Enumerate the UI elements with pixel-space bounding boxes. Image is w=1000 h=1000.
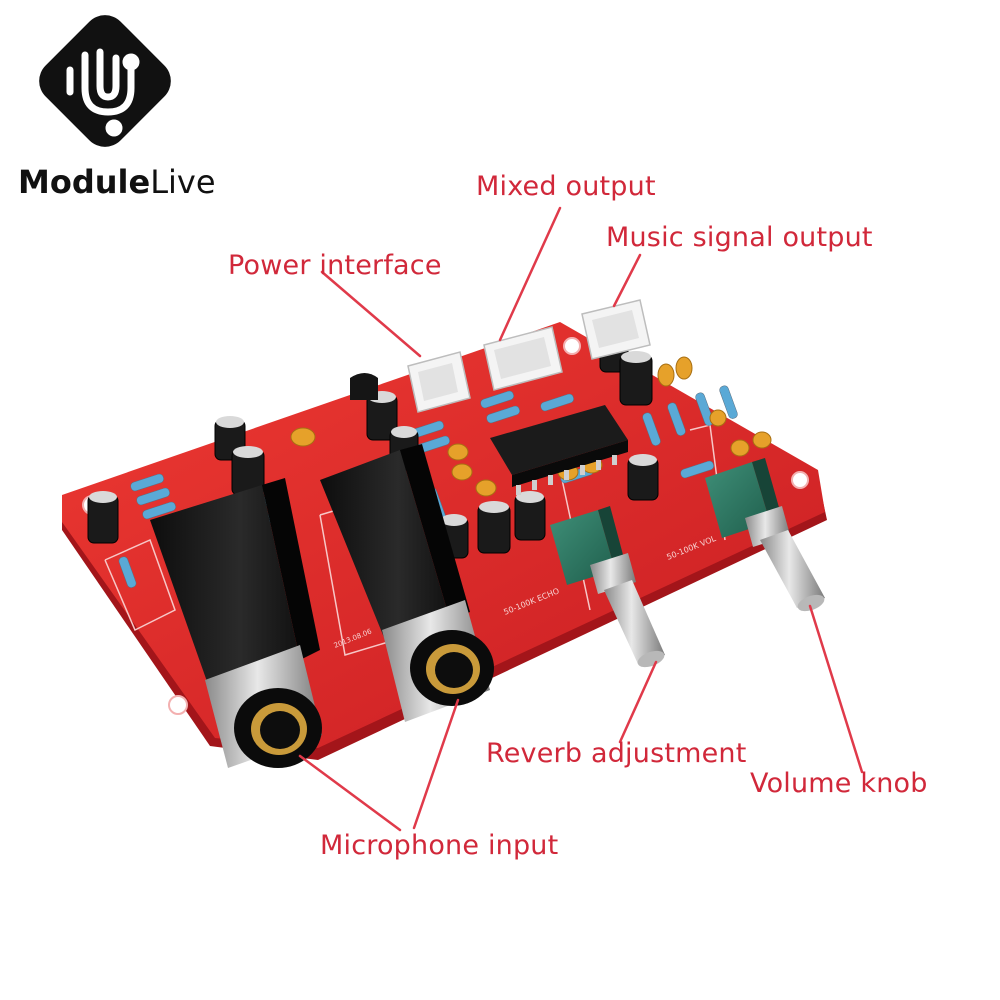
logo-diamond-shape	[39, 15, 171, 147]
brand-name-light: Live	[150, 163, 216, 201]
mixed-output-connector	[483, 326, 563, 391]
brand-logo	[39, 15, 171, 147]
label-mixed-output: Mixed output	[476, 171, 656, 202]
leader-lines	[298, 206, 864, 832]
label-reverb-adjustment: Reverb adjustment	[486, 738, 747, 769]
logo-u-icon	[66, 48, 140, 137]
microphone-jack-right	[320, 444, 494, 722]
reverb-potentiometer	[550, 506, 665, 668]
leader-line-mixed	[498, 206, 562, 342]
power-connector	[407, 351, 471, 413]
microphone-jack-left	[150, 478, 322, 768]
ceramic-capacitors	[290, 356, 772, 497]
leader-line-power	[320, 270, 422, 358]
label-music-signal-output: Music signal output	[606, 222, 873, 253]
volume-potentiometer	[705, 458, 825, 612]
label-volume-knob: Volume knob	[750, 768, 928, 799]
leader-line-mic-right	[412, 698, 460, 830]
leader-line-mic-left	[298, 754, 402, 832]
leader-line-music	[612, 253, 642, 308]
label-power-interface: Power interface	[228, 250, 442, 281]
transistor	[350, 373, 378, 400]
brand-name: ModuleLive	[18, 163, 216, 201]
brand-name-bold: Module	[18, 163, 151, 201]
mounting-hole	[168, 695, 188, 715]
music-output-connector	[581, 299, 651, 360]
label-microphone-input: Microphone input	[320, 830, 559, 861]
leader-line-reverb	[618, 660, 658, 744]
leader-line-volume	[808, 604, 864, 774]
ic-chip	[490, 405, 628, 495]
mounting-hole	[563, 337, 581, 355]
mounting-hole	[791, 471, 809, 489]
